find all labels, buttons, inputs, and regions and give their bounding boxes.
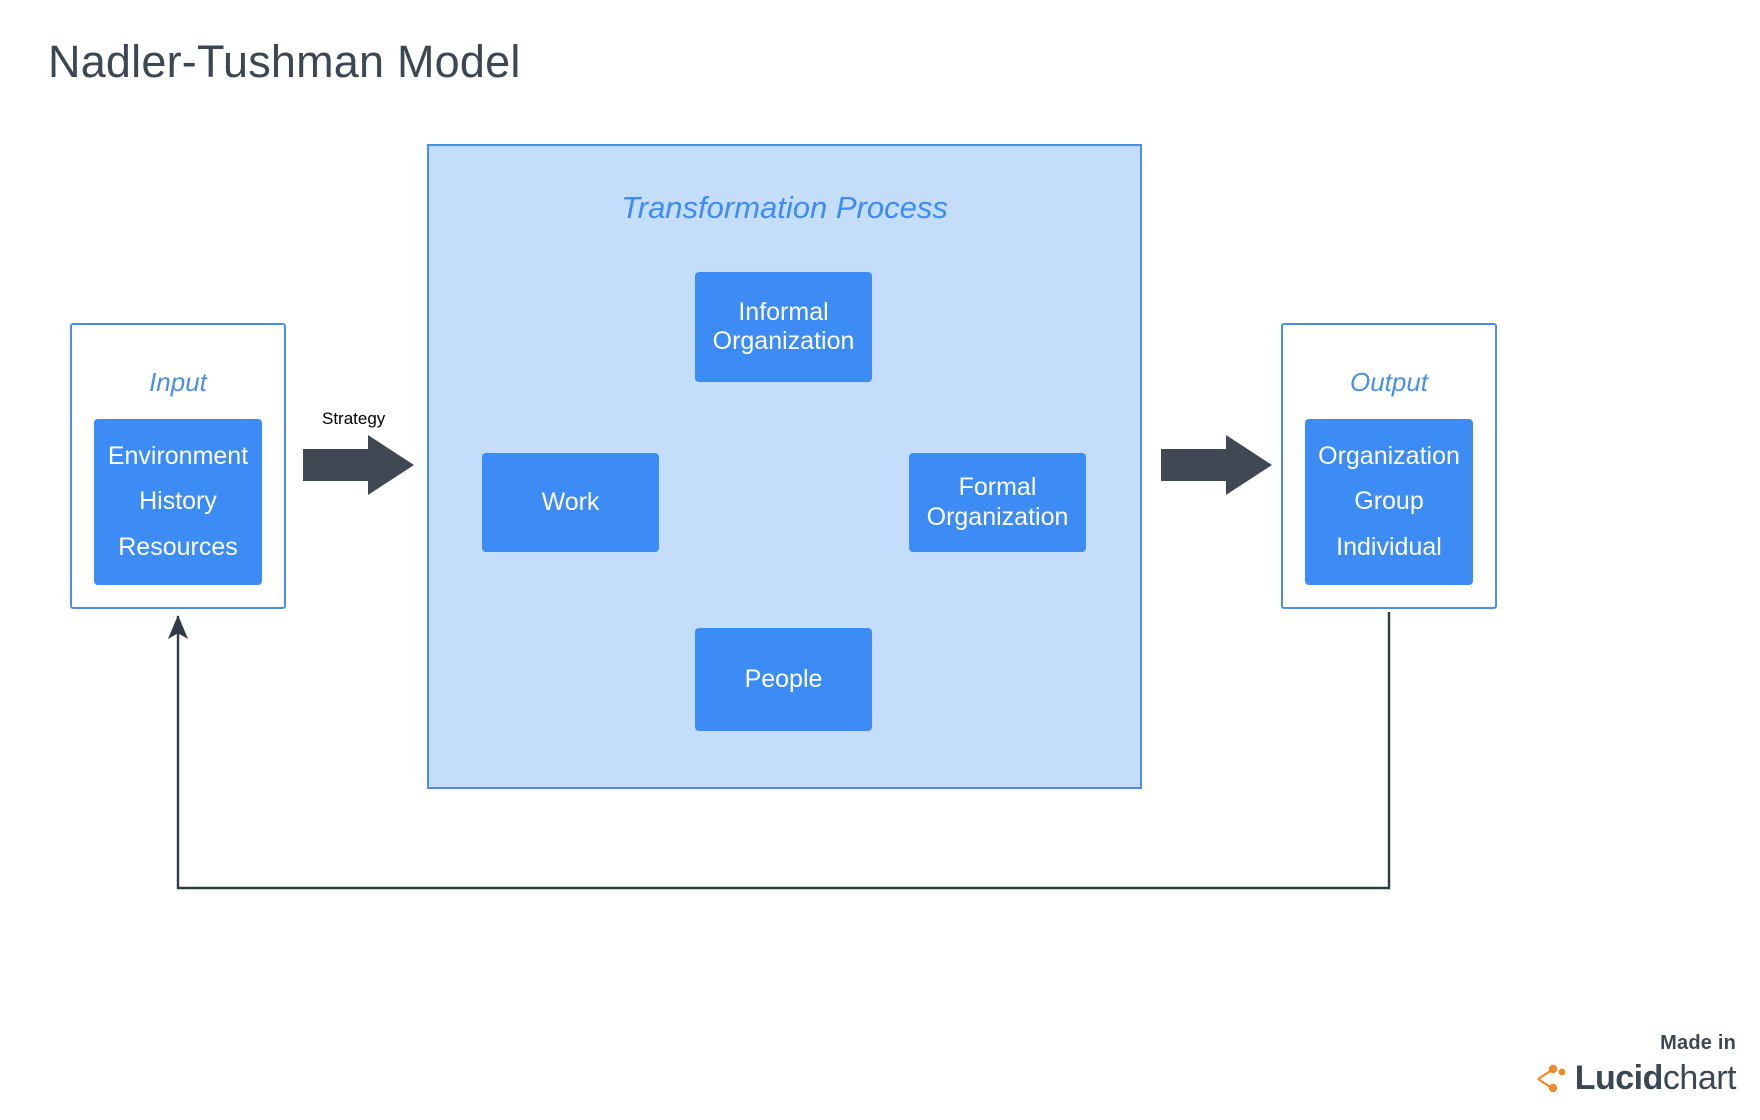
output-frame[interactable]: Output Organization Group Individual (1281, 323, 1497, 609)
output-item-individual: Individual (1336, 532, 1442, 561)
process-box-informal-organization[interactable]: Informal Organization (695, 272, 872, 382)
page-title: Nadler-Tushman Model (48, 36, 521, 87)
lucidchart-badge: Made in Lucidchart (1531, 1032, 1737, 1098)
output-title: Output (1349, 367, 1429, 397)
process-box-formal-organization-label: Formal Organization (927, 473, 1069, 532)
output-item-organization: Organization (1318, 441, 1460, 470)
process-box-work-label: Work (541, 487, 600, 516)
strategy-block-arrow-icon (303, 435, 414, 495)
process-box-people[interactable]: People (695, 628, 872, 731)
brand-light: chart (1662, 1059, 1737, 1097)
lucidchart-wordmark: Lucidchart (1574, 1059, 1737, 1098)
input-item-resources: Resources (118, 532, 238, 561)
brand-bold: Lucid (1574, 1059, 1664, 1097)
input-frame[interactable]: Input Environment History Resources (70, 323, 286, 609)
made-in-label: Made in (1660, 1032, 1736, 1054)
process-box-people-label: People (744, 664, 823, 693)
input-item-environment: Environment (107, 441, 249, 470)
process-box-formal-organization[interactable]: Formal Organization (909, 453, 1086, 552)
output-item-group: Group (1354, 487, 1424, 516)
label-line-1: Formal (958, 473, 1037, 501)
label-line-2: Organization (712, 327, 855, 355)
process-box-informal-organization-label: Informal Organization (713, 298, 855, 357)
input-items-box: Environment History Resources (94, 419, 262, 585)
lucidchart-wordmark-row: Lucidchart (1531, 1059, 1737, 1098)
output-items-box: Organization Group Individual (1305, 419, 1473, 585)
process-box-work[interactable]: Work (482, 453, 659, 552)
input-item-history: History (139, 487, 217, 516)
output-block-arrow-icon (1161, 435, 1272, 495)
transformation-process-title: Transformation Process (621, 190, 948, 225)
label-line-2: Organization (926, 502, 1069, 531)
lucidchart-logo-icon (1537, 1064, 1566, 1092)
input-title: Input (149, 367, 207, 397)
label-line-1: Informal (738, 297, 829, 326)
strategy-label: Strategy (322, 409, 386, 428)
